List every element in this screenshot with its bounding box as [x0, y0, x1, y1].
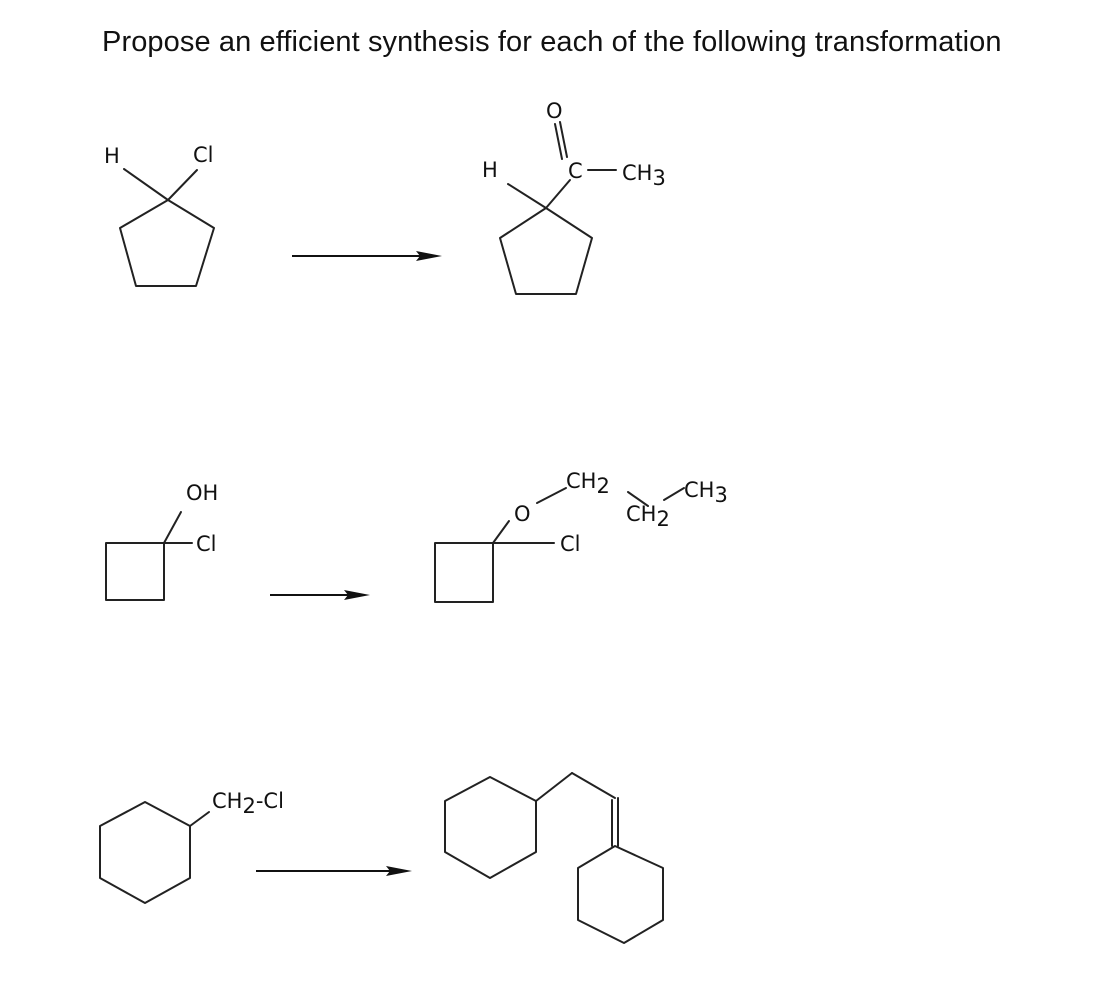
bond-ch2-ch2: [627, 491, 649, 507]
atom-h: H: [482, 158, 498, 182]
bond-ring-ch2: [535, 772, 573, 802]
cyclopentane-ring: [119, 199, 215, 287]
group-ch2-a: CH2: [566, 469, 610, 498]
reaction-arrow-3: [256, 866, 412, 876]
cyclobutane-ring: [105, 542, 165, 601]
atom-cl: Cl: [193, 143, 214, 167]
arrow-head: [386, 866, 412, 876]
reaction-arrow-2: [270, 590, 370, 600]
bond-c: [545, 179, 571, 209]
group-ch2cl: CH2-Cl: [212, 789, 284, 818]
bond-h: [507, 183, 547, 209]
bond-ch2-ch3: [663, 487, 685, 501]
product-2-butoxy-chlorocyclobutane: O CH2 CH3 CH2 Cl: [434, 469, 728, 603]
cyclohexane-ring-upper: [444, 776, 537, 879]
atom-o: O: [546, 99, 563, 123]
product-3-cyclohexylidene-ethylcyclohexane: [444, 772, 664, 944]
atom-cl: Cl: [560, 532, 581, 556]
group-ch3: CH3: [684, 478, 728, 507]
atom-c: C: [568, 159, 583, 183]
bond-o-ch2: [536, 487, 567, 504]
atom-h: H: [104, 144, 120, 168]
bond-o: [492, 520, 510, 544]
reactant-2-chlorocyclobutanol: OH Cl: [105, 481, 218, 601]
group-ch3: CH3: [622, 161, 666, 190]
atom-cl: Cl: [196, 532, 217, 556]
arrow-head: [344, 590, 370, 600]
cyclohexane-ring: [99, 801, 191, 904]
atom-o: O: [514, 502, 531, 526]
product-1-acetylcyclopentane: O H C CH3: [482, 99, 666, 295]
bond-ch2cl: [189, 811, 210, 827]
group-oh: OH: [186, 481, 218, 505]
reactant-3-chloromethylcyclohexane: CH2-Cl: [99, 789, 284, 904]
bond-cl: [167, 169, 198, 201]
bond-h: [123, 168, 169, 201]
question-prompt: Propose an efficient synthesis for each …: [102, 26, 1002, 58]
cyclopentane-ring: [499, 207, 593, 295]
arrow-head: [416, 251, 442, 261]
double-bond-o-1: [559, 121, 568, 158]
bond-ch2-ch: [571, 772, 616, 799]
bond-oh: [163, 511, 182, 544]
cyclobutane-ring: [434, 542, 494, 603]
cyclohexane-ring-lower: [577, 845, 664, 944]
group-ch2-b: CH2: [626, 502, 670, 531]
double-bond-o-2: [554, 123, 563, 160]
reaction-arrow-1: [292, 251, 442, 261]
reactant-1-chlorocyclopentane: H Cl: [104, 143, 215, 287]
